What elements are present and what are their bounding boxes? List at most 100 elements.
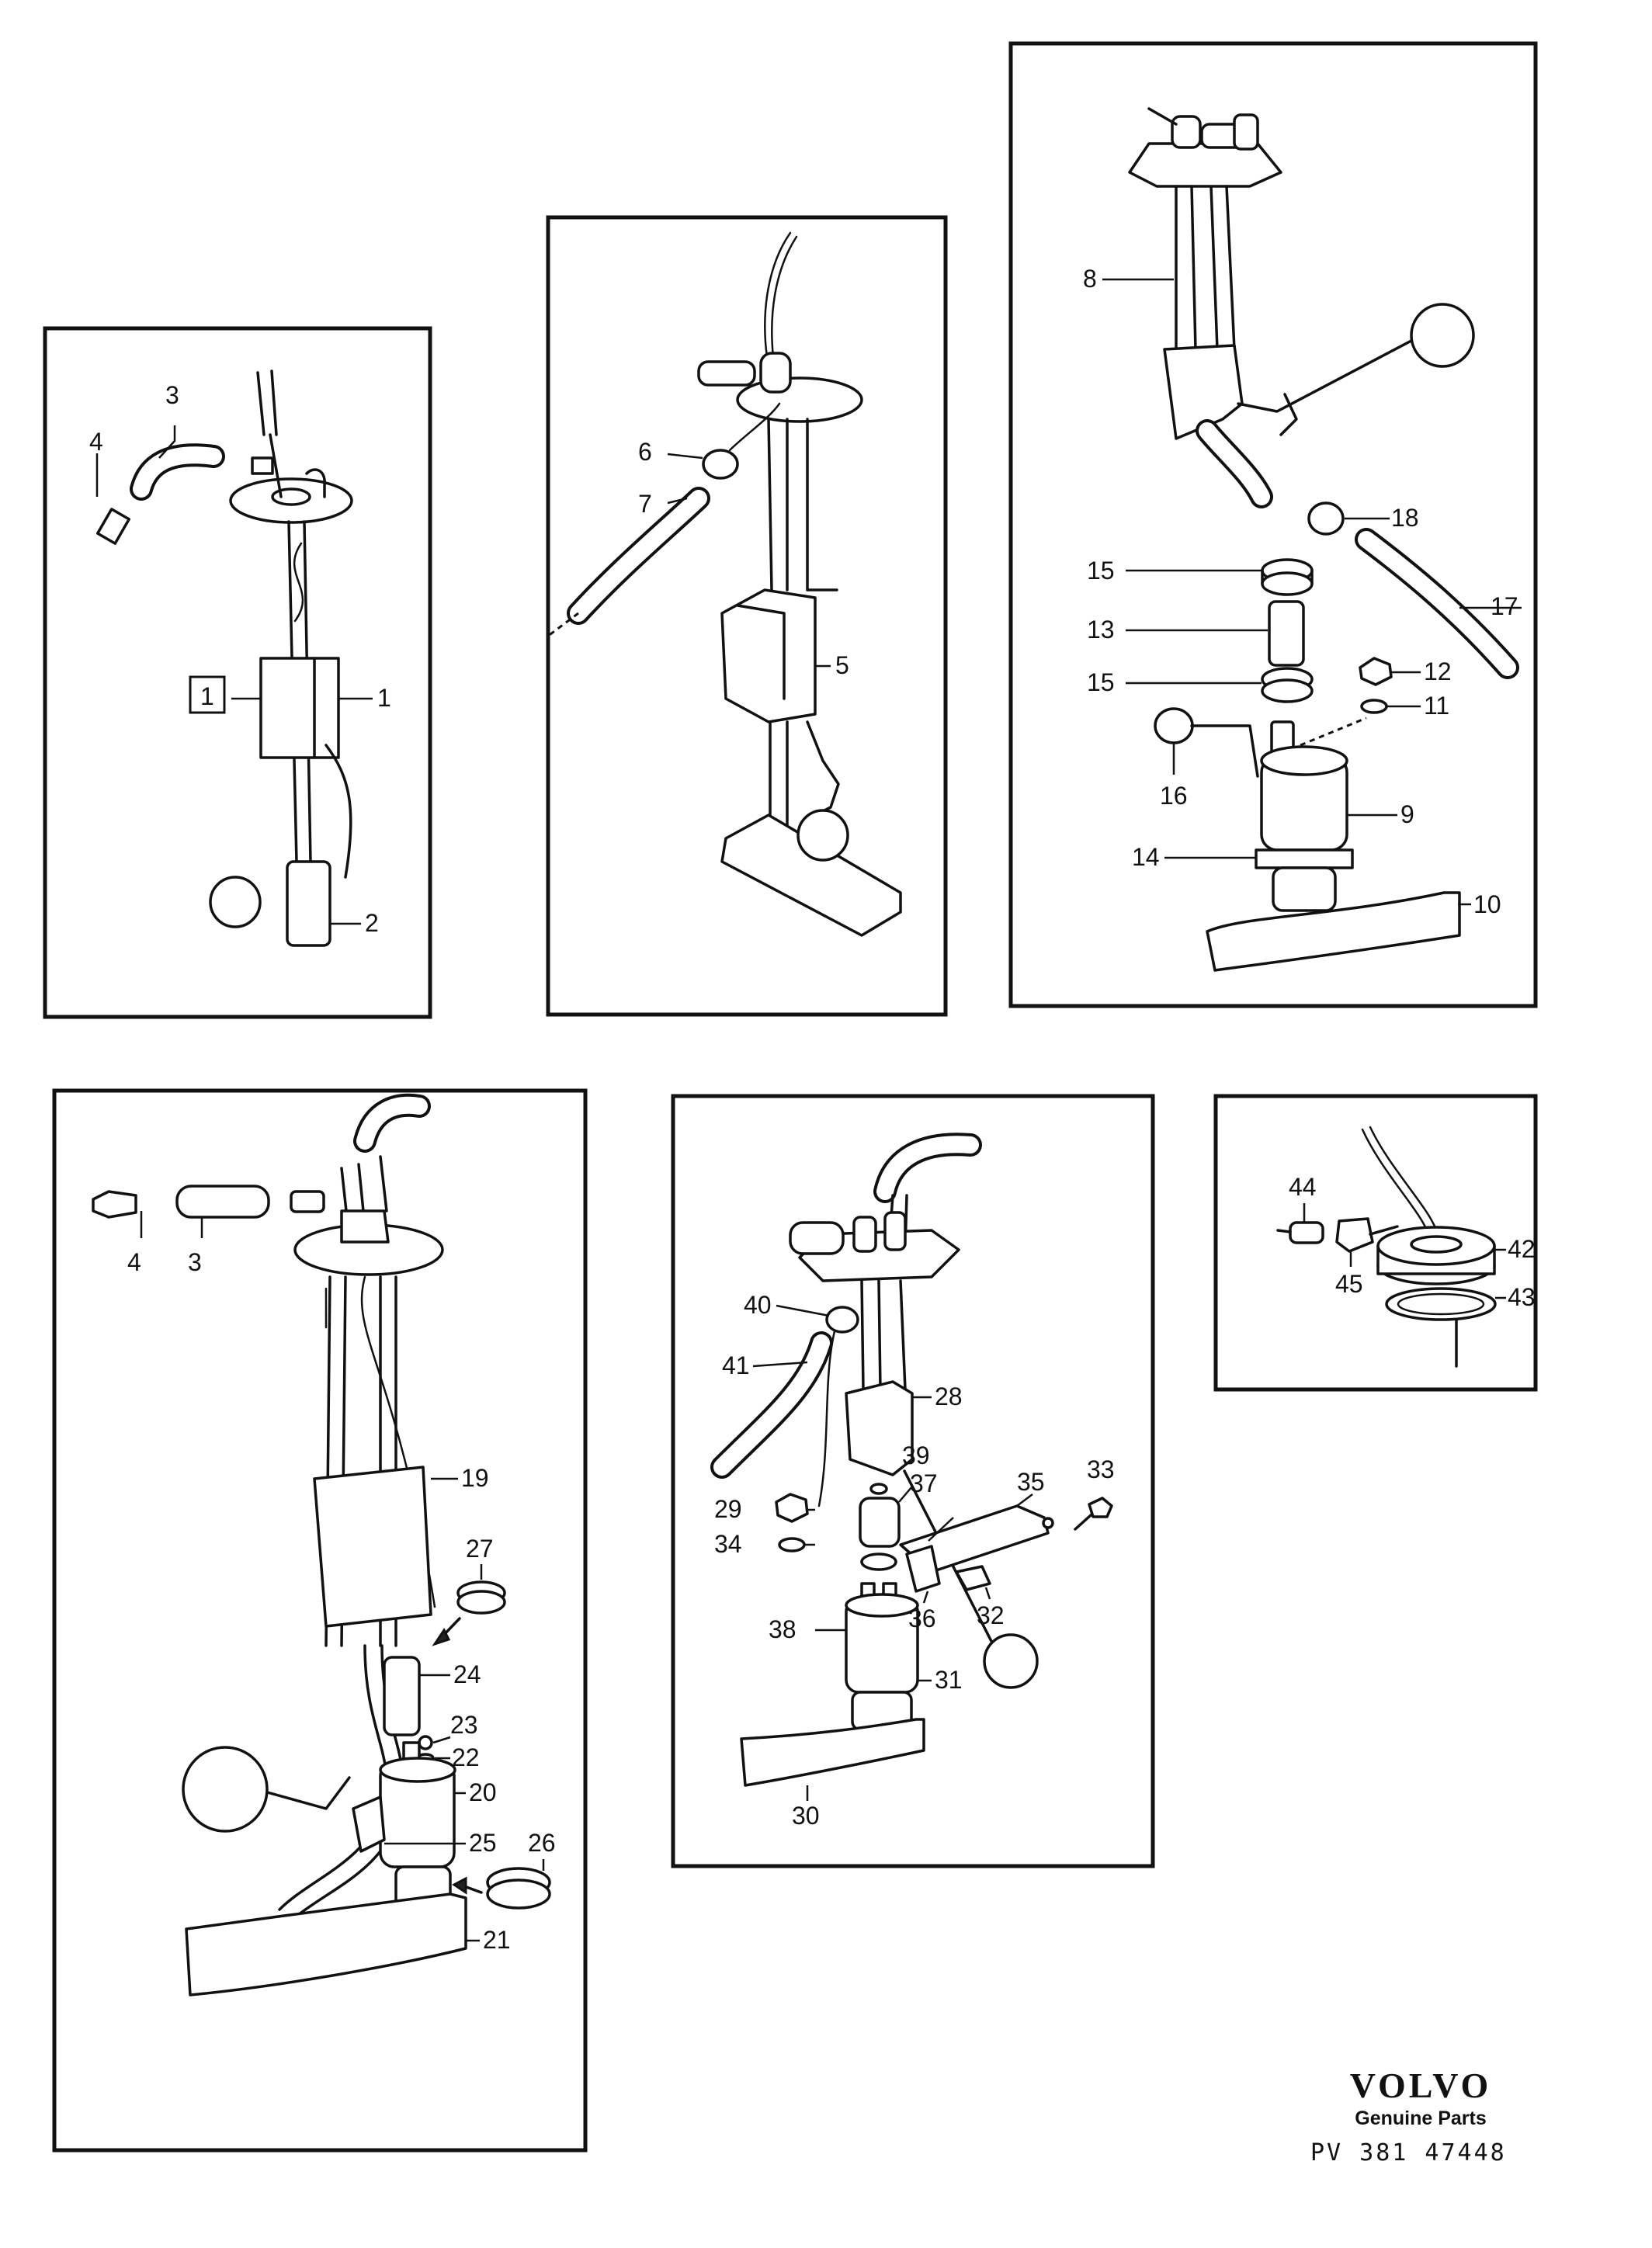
sensor-unit bbox=[259, 657, 340, 759]
callout-label: 12 bbox=[1424, 657, 1452, 685]
callout-label: 45 bbox=[1335, 1270, 1363, 1298]
washer bbox=[778, 1537, 806, 1552]
sensor-unit bbox=[845, 1380, 914, 1476]
callout-label: 1 bbox=[377, 684, 391, 712]
screw bbox=[1088, 1497, 1113, 1518]
part-reference-number: PV 381 47448 bbox=[1310, 2139, 1507, 2166]
fuel-hose bbox=[175, 1185, 270, 1219]
panel-1-frame bbox=[43, 326, 432, 1019]
callout-label: 44 bbox=[1289, 1173, 1317, 1201]
nut bbox=[775, 1493, 809, 1523]
reference-badge bbox=[189, 675, 226, 714]
callout-label: 36 bbox=[908, 1604, 936, 1632]
callout-label: 33 bbox=[1087, 1455, 1115, 1483]
callout-label: 39 bbox=[902, 1441, 930, 1469]
callout-label: 11 bbox=[1424, 692, 1449, 720]
callout-label: 4 bbox=[127, 1248, 141, 1276]
clip bbox=[1335, 1217, 1374, 1253]
hose-clip bbox=[825, 1306, 859, 1334]
fuel-hose bbox=[383, 1656, 421, 1736]
sensor-unit bbox=[720, 588, 817, 723]
callout-label: 8 bbox=[1083, 265, 1097, 293]
panel-4-frame bbox=[52, 1088, 588, 2153]
panel-1-fuel-gauge-sender: 3 4 1 1 2 bbox=[43, 326, 432, 1019]
strainer bbox=[185, 1892, 467, 1996]
callout-label: 9 bbox=[1400, 800, 1414, 828]
brand-block: VOLVO Genuine Parts bbox=[1320, 2065, 1522, 2130]
rubber-grommet bbox=[1154, 707, 1194, 744]
callout-label: 3 bbox=[165, 381, 179, 409]
callout-label: 16 bbox=[1160, 782, 1188, 810]
brand-subtitle: Genuine Parts bbox=[1355, 2108, 1487, 2129]
panel-6-filler-connection: 44 42 45 43 bbox=[1213, 1094, 1538, 1392]
callout-label: 17 bbox=[1491, 592, 1518, 620]
strainer bbox=[740, 1718, 925, 1787]
callout-label: 21 bbox=[483, 1926, 511, 1954]
hose-clamp bbox=[1307, 501, 1345, 536]
callout-label: 20 bbox=[469, 1778, 497, 1806]
sensor-unit bbox=[313, 1466, 432, 1628]
callout-label: 43 bbox=[1508, 1283, 1536, 1311]
float bbox=[182, 1746, 269, 1833]
fuel-hose bbox=[1268, 600, 1305, 667]
callout-label: 34 bbox=[714, 1530, 742, 1558]
hose-clip bbox=[702, 449, 739, 480]
callout-label: 2 bbox=[365, 909, 379, 937]
callout-label: 41 bbox=[722, 1351, 750, 1379]
nut bbox=[955, 1565, 991, 1591]
callout-label: 23 bbox=[450, 1711, 478, 1739]
panel-5-frame bbox=[671, 1094, 1155, 1868]
nut bbox=[418, 1735, 433, 1750]
sender-flange bbox=[1128, 142, 1282, 188]
callout-label: 28 bbox=[935, 1382, 963, 1410]
float bbox=[983, 1633, 1039, 1689]
callout-label: 26 bbox=[528, 1829, 556, 1857]
callout-label: 1 bbox=[200, 682, 214, 710]
callout-label: 25 bbox=[469, 1829, 497, 1857]
callout-label: 24 bbox=[453, 1660, 481, 1688]
pickup-tube bbox=[720, 814, 902, 937]
fuel-hose bbox=[859, 1497, 901, 1548]
callout-label: 37 bbox=[910, 1469, 938, 1497]
callout-label: 5 bbox=[835, 651, 849, 679]
callout-label: 3 bbox=[188, 1248, 202, 1276]
float bbox=[209, 876, 262, 928]
callout-label: 18 bbox=[1391, 504, 1419, 532]
callout-label: 15 bbox=[1087, 557, 1115, 585]
panel-5-fuel-pump-assembly: 40 41 28 39 37 35 33 29 34 36 32 38 31 3… bbox=[671, 1094, 1155, 1868]
callout-label: 29 bbox=[714, 1495, 742, 1523]
callout-label: 14 bbox=[1132, 843, 1160, 871]
callout-label: 35 bbox=[1017, 1468, 1045, 1496]
pump-bracket bbox=[352, 1795, 386, 1853]
callout-label: 10 bbox=[1473, 890, 1501, 918]
nut bbox=[1359, 657, 1393, 686]
callout-label: 15 bbox=[1087, 668, 1115, 696]
callout-label: 32 bbox=[977, 1601, 1005, 1629]
panel-2-fuel-gauge-sender: 6 7 5 bbox=[546, 215, 948, 1017]
washer bbox=[1360, 699, 1388, 714]
panel-3-frame bbox=[1008, 41, 1538, 1008]
float bbox=[796, 809, 849, 862]
callout-label: 4 bbox=[89, 428, 103, 456]
panel-3-fuel-pump-assembly: 8 18 15 17 13 12 15 11 16 9 14 10 bbox=[1008, 41, 1538, 1008]
callout-label: 42 bbox=[1508, 1235, 1536, 1263]
callout-label: 30 bbox=[792, 1802, 820, 1830]
hose-nipple bbox=[95, 508, 131, 545]
filter-chamber bbox=[286, 860, 331, 947]
strainer bbox=[1206, 891, 1461, 972]
panel-4-fuel-pump-assembly: 4 3 19 27 24 23 22 20 26 25 21 bbox=[52, 1088, 588, 2153]
callout-label: 27 bbox=[466, 1535, 494, 1563]
callout-label: 7 bbox=[638, 490, 652, 518]
pump-clamp bbox=[1255, 848, 1354, 869]
callout-label: 31 bbox=[935, 1666, 963, 1694]
sensor-unit bbox=[1163, 344, 1244, 440]
callout-label: 38 bbox=[769, 1615, 796, 1643]
pump-clamp bbox=[905, 1545, 941, 1593]
float bbox=[1410, 303, 1475, 368]
callout-label: 6 bbox=[638, 438, 652, 466]
callout-label: 40 bbox=[744, 1291, 772, 1319]
callout-label: 22 bbox=[452, 1743, 480, 1771]
hose-nipple bbox=[92, 1190, 137, 1219]
panel-2-frame bbox=[546, 215, 948, 1017]
